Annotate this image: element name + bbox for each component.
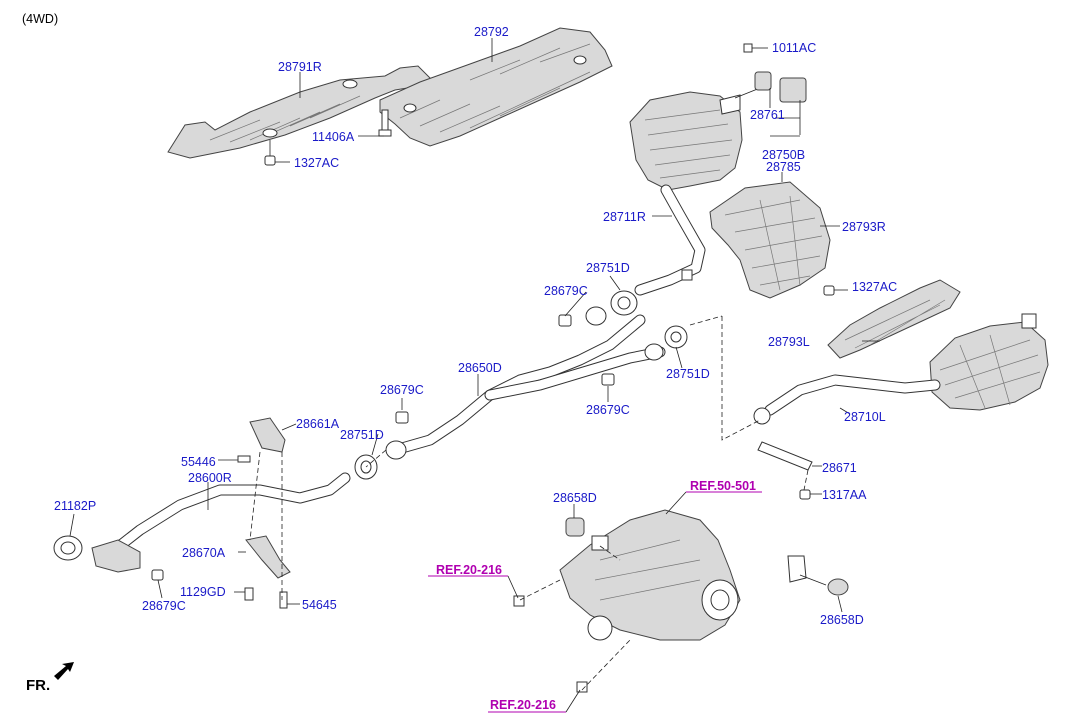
rear-muffler-28711r (629, 87, 761, 191)
bolt-55446-icon (218, 455, 251, 463)
pipe-28650d (389, 314, 666, 456)
flange-icon (385, 306, 664, 460)
mount-28658d-a-icon (565, 517, 609, 551)
label-28711r[interactable]: 28711R (603, 210, 646, 224)
label-28658d-a[interactable]: 28658D (553, 491, 597, 505)
label-28761[interactable]: 28761 (750, 108, 785, 122)
rear-differential (559, 509, 741, 641)
dashed-lines (249, 315, 809, 691)
label-28600r[interactable]: 28600R (188, 471, 232, 485)
pipe-28600r (91, 472, 351, 573)
label-1011ac[interactable]: 1011AC (772, 41, 817, 55)
bolt-54645-icon (279, 591, 288, 609)
pipe-28710l (753, 374, 941, 425)
label-28751d-a[interactable]: 28751D (586, 261, 630, 275)
heat-shield-28792 (379, 27, 613, 147)
label-28679c-b[interactable]: 28679C (380, 383, 424, 397)
label-28670a[interactable]: 28670A (182, 546, 226, 560)
label-28679c-c[interactable]: 28679C (586, 403, 630, 417)
label-54645[interactable]: 54645 (302, 598, 337, 612)
label-21182p[interactable]: 21182P (54, 499, 97, 513)
label-28650d[interactable]: 28650D (458, 361, 502, 375)
ref-underlines (428, 491, 762, 713)
bolt-11406a-icon (378, 109, 392, 137)
label-28750b[interactable]: 28750B (762, 148, 806, 162)
variant-label: (4WD) (22, 12, 59, 26)
label-1327ac-mid[interactable]: 1327AC (852, 280, 898, 294)
label-28661a[interactable]: 28661A (296, 417, 340, 431)
label-28679c-d[interactable]: 28679C (142, 599, 186, 613)
label-11406a[interactable]: 11406A (312, 130, 355, 144)
strap-28671-icon (757, 441, 813, 471)
label-28751d-b[interactable]: 28751D (666, 367, 710, 381)
label-28792[interactable]: 28792 (474, 25, 509, 39)
nut-1317aa-icon (799, 489, 822, 500)
heat-shield-28793r (709, 181, 831, 299)
nut-1327ac-icon (264, 140, 276, 166)
hanger-28761-icon (754, 71, 807, 137)
gasket-28751d-b-icon (664, 325, 688, 349)
label-28793r[interactable]: 28793R (842, 220, 886, 234)
rear-muffler-28710l (929, 313, 1049, 411)
bolt-1129gd-icon (244, 587, 254, 601)
bolt-ref-icon (513, 595, 588, 693)
label-28679c-a[interactable]: 28679C (544, 284, 588, 298)
pipe-28711r (634, 184, 706, 296)
leader-lines (69, 38, 880, 613)
label-28671[interactable]: 28671 (822, 461, 857, 475)
nut-28679c-icon (151, 314, 615, 581)
ref-50-501-link[interactable]: REF.50-501 (690, 479, 757, 493)
label-28791r[interactable]: 28791R (278, 60, 322, 74)
label-28710l[interactable]: 28710L (844, 410, 886, 424)
bolt-1011ac-icon (743, 43, 768, 53)
mount-28658d-b-icon (787, 555, 849, 596)
ref-20-216-link-b[interactable]: REF.20-216 (490, 698, 557, 712)
bracket-28670a-icon (245, 535, 291, 579)
label-28793l[interactable]: 28793L (768, 335, 810, 349)
nut-1327ac-mid-icon (823, 285, 848, 296)
gasket-21182p-icon (53, 535, 83, 561)
gasket-28751d-a-icon (610, 290, 638, 316)
heat-shield-28791r (167, 65, 433, 159)
label-55446[interactable]: 55446 (181, 455, 216, 469)
label-1317aa[interactable]: 1317AA (822, 488, 867, 502)
label-1327ac-top[interactable]: 1327AC (294, 156, 340, 170)
label-28785[interactable]: 28785 (766, 160, 801, 174)
bracket-28661a-icon (249, 417, 286, 453)
front-direction-label: FR. (26, 677, 51, 694)
label-28658d-b[interactable]: 28658D (820, 613, 864, 627)
front-arrow-icon (54, 662, 74, 680)
label-28751d-c[interactable]: 28751D (340, 428, 384, 442)
ref-20-216-link-a[interactable]: REF.20-216 (436, 563, 503, 577)
label-1129gd[interactable]: 1129GD (180, 585, 226, 599)
